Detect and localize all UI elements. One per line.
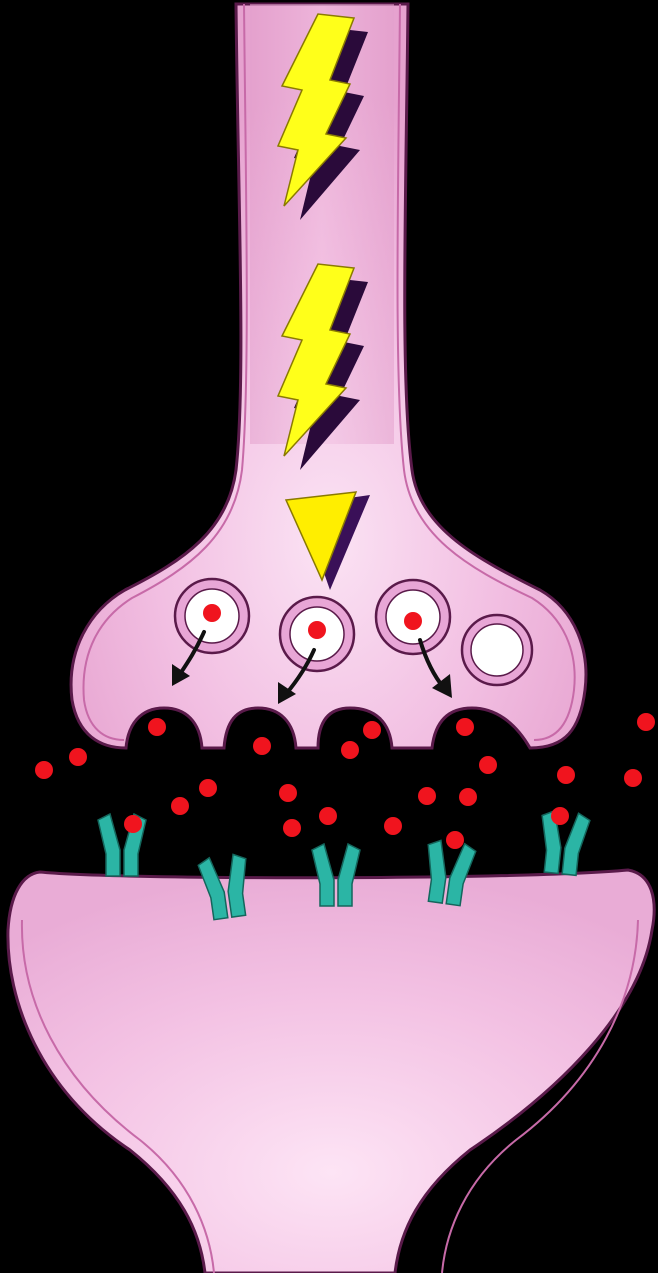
vesicle-empty — [462, 615, 532, 685]
neurotransmitter — [446, 831, 464, 849]
neurotransmitter — [199, 779, 217, 797]
vesicle-filled — [175, 579, 249, 653]
neurotransmitter — [551, 807, 569, 825]
neurotransmitter — [456, 718, 474, 736]
neurotransmitter — [479, 756, 497, 774]
neurotransmitter — [253, 737, 271, 755]
neurotransmitter — [203, 604, 221, 622]
neurotransmitter — [384, 817, 402, 835]
neurotransmitter — [624, 769, 642, 787]
neurotransmitter — [308, 621, 326, 639]
neurotransmitter — [124, 815, 142, 833]
neurotransmitter — [319, 807, 337, 825]
neurotransmitter — [363, 721, 381, 739]
neurotransmitter — [637, 713, 655, 731]
neurotransmitter — [341, 741, 359, 759]
vesicle-filled — [376, 580, 450, 654]
neurotransmitter — [171, 797, 189, 815]
neurotransmitter — [279, 784, 297, 802]
neurotransmitter — [35, 761, 53, 779]
neurotransmitter — [418, 787, 436, 805]
neurotransmitter — [557, 766, 575, 784]
neurotransmitter — [283, 819, 301, 837]
neurotransmitter — [459, 788, 477, 806]
vesicle-filled — [280, 597, 354, 671]
neurotransmitter — [404, 612, 422, 630]
neurotransmitter — [69, 748, 87, 766]
neurotransmitter — [148, 718, 166, 736]
